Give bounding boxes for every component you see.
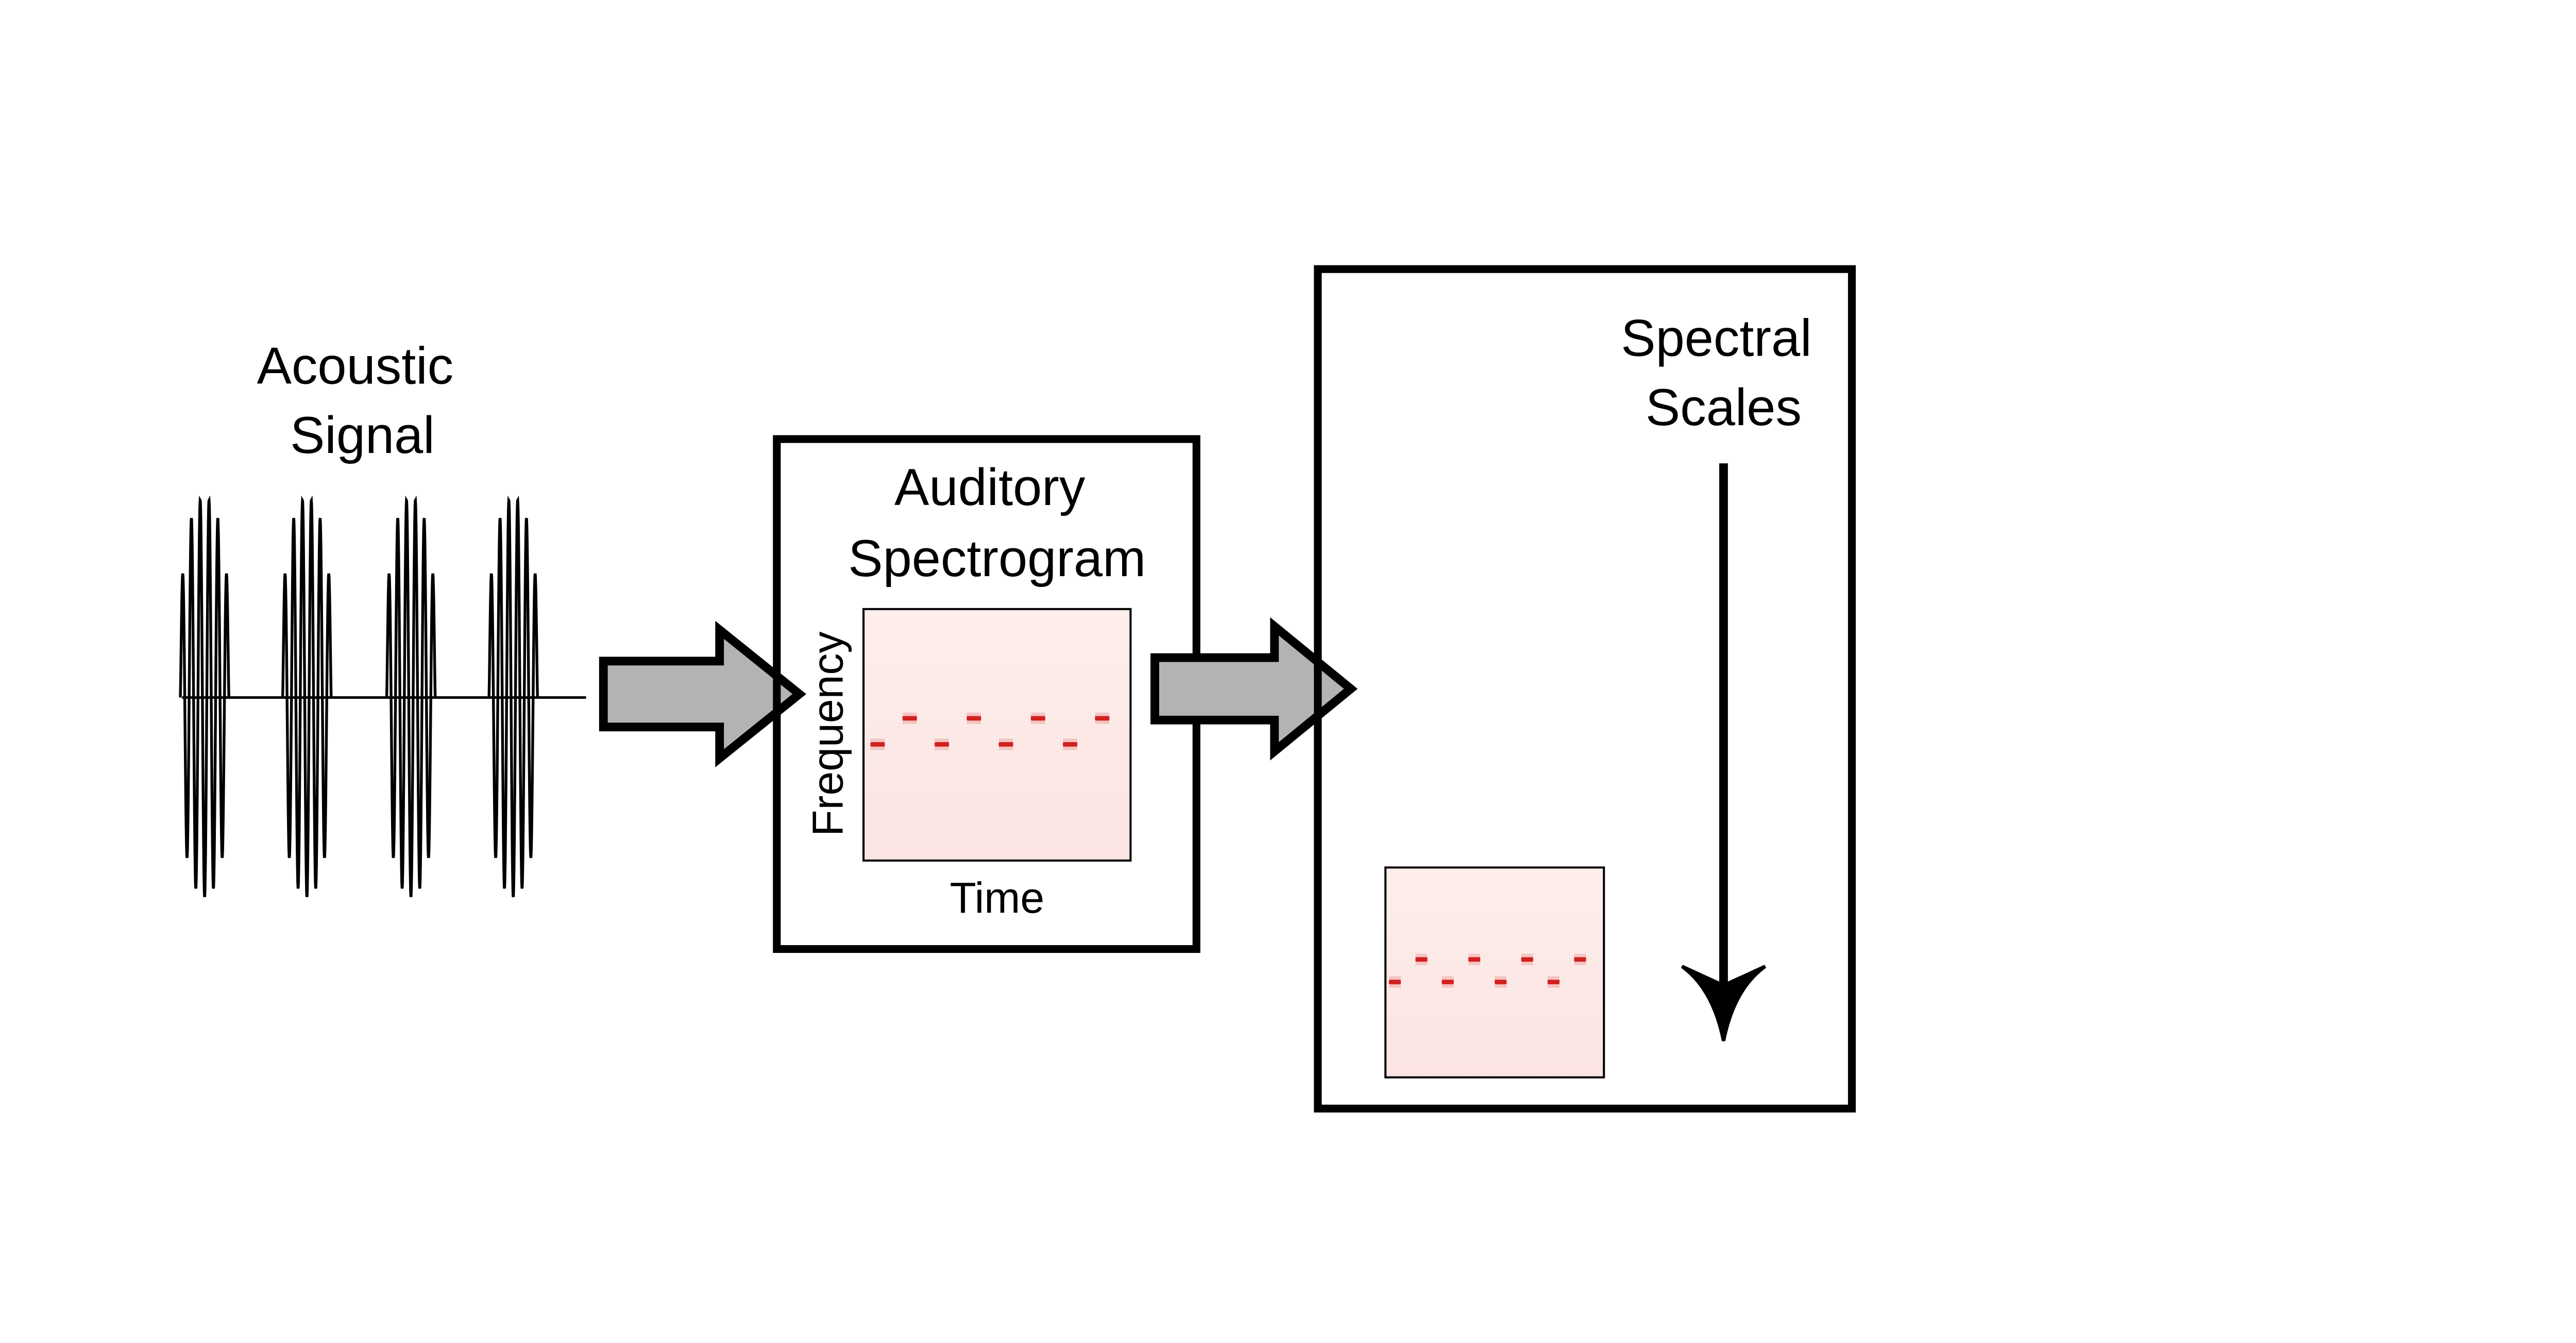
- block-arrow-icon: [1150, 617, 1358, 761]
- time-axis-label: Time: [950, 874, 1044, 922]
- acoustic-waveform: [179, 495, 586, 897]
- waveform-bursts: [179, 495, 539, 897]
- spectrogram-mark-glow: [1415, 953, 1428, 965]
- spectral-scales-panel: Spectral Scales: [1314, 265, 1856, 1113]
- spectrogram-mark-glow: [870, 738, 885, 750]
- spectrogram-mark-glow: [998, 738, 1013, 750]
- spectrogram-mark: [1063, 742, 1078, 747]
- spectrogram-mark: [998, 742, 1013, 747]
- spectrogram-mark-glow: [1095, 712, 1110, 724]
- down-arrow-icon: [1681, 965, 1767, 1042]
- spectrogram-mark: [1415, 957, 1428, 962]
- spectrogram-mark: [1521, 957, 1533, 962]
- spectrogram-mark-glow: [1030, 712, 1045, 724]
- spectrogram-mark-glow: [1521, 953, 1533, 965]
- spectrogram-mark: [1030, 716, 1045, 721]
- spectrogram-mark: [1388, 980, 1401, 984]
- spectrogram-image: [862, 608, 1132, 862]
- spectrogram-mark: [1468, 957, 1481, 962]
- scale-spectrogram-image: [1384, 866, 1605, 1079]
- spectrogram-mark-glow: [1495, 976, 1507, 988]
- spectrogram-mark-glow: [1388, 976, 1401, 988]
- spectrogram-mark-glow: [967, 712, 981, 724]
- auditory-spectrogram-label: Auditory Spectrogram: [848, 459, 1146, 587]
- spectrogram-mark: [1574, 957, 1586, 962]
- spectrogram-mark-glow: [935, 738, 950, 750]
- spectrogram-mark-glow: [1547, 976, 1560, 988]
- spectrogram-mark-glow: [902, 712, 917, 724]
- spectrogram-mark-glow: [1442, 976, 1454, 988]
- spectrogram-mark-glow: [1574, 953, 1586, 965]
- scales-frame: [1314, 265, 1856, 1113]
- frequency-axis-label: Frequency: [804, 631, 852, 836]
- spectral-scales-label: Spectral Scales: [1621, 309, 1826, 437]
- spectrogram-mark: [967, 716, 981, 721]
- auditory-spectrogram-panel: Auditory Spectrogram Frequency Time: [773, 435, 1200, 953]
- spectrogram-mark: [1095, 716, 1110, 721]
- scale-spectrogram-marks: [1388, 953, 1586, 988]
- spectrogram-mark: [902, 716, 917, 721]
- spectrogram-mark-glow: [1468, 953, 1481, 965]
- spectrogram-mark: [1442, 980, 1454, 984]
- spectrogram-mark-glow: [1063, 738, 1078, 750]
- spectrogram-mark: [1495, 980, 1507, 984]
- spectrogram-mark: [935, 742, 950, 747]
- block-arrow-icon: [599, 620, 806, 767]
- spectrogram-mark: [1547, 980, 1560, 984]
- spectrogram-mark: [870, 742, 885, 747]
- acoustic-signal-label: Acoustic Signal: [257, 337, 468, 464]
- spectrogram-marks: [870, 712, 1110, 750]
